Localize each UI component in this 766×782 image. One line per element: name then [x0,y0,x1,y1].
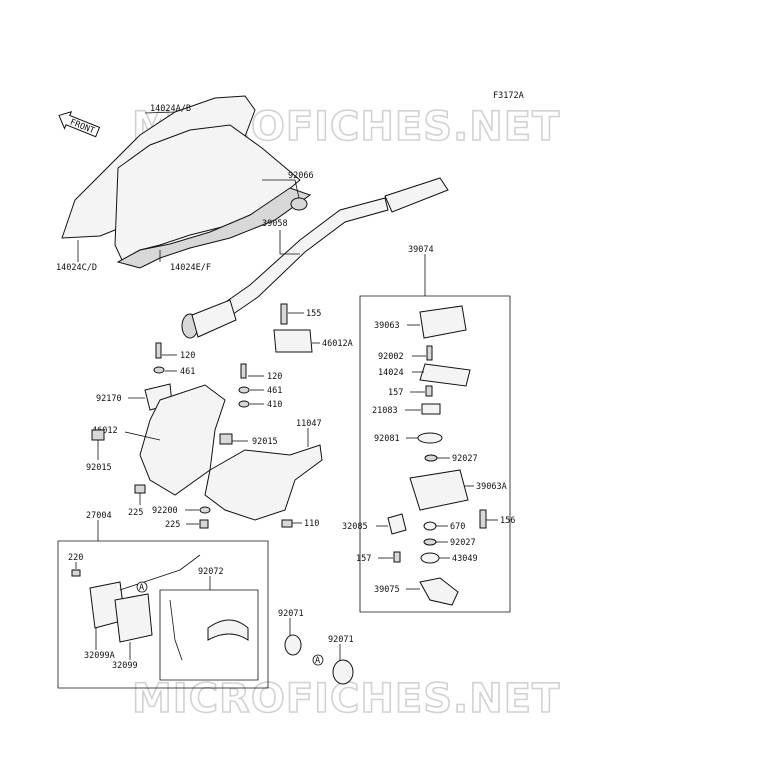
label-220: 220 [68,553,83,563]
label-46012a: 46012A [322,339,353,349]
bolt-155 [280,303,288,325]
wire-harness [119,554,201,591]
label-39063a: 39063A [476,482,507,492]
bracket-11047 [204,444,323,521]
label-14024ef: 14024E/F [170,263,211,273]
washer-410 [238,400,250,408]
label-120-right: 120 [267,372,282,382]
clip-32085 [387,513,407,535]
bolt-110 [281,519,293,528]
label-39075: 39075 [374,585,400,595]
label-225-right: 225 [165,520,180,530]
gasket-14024 [419,363,471,387]
leader-92066 [262,179,300,199]
label-92072: 92072 [198,567,224,577]
callout-a-left [136,581,148,593]
grommet-92071-left [284,634,302,656]
clip-92015-right [219,433,233,445]
screw-157-bottom [393,551,401,563]
case-39063a [409,469,469,511]
label-157-bottom: 157 [356,554,371,564]
label-157-top: 157 [388,388,403,398]
clamp-92072 [207,619,249,641]
box-27004 [57,540,269,689]
washer-92027-bottom [423,538,437,546]
seat-part [61,95,312,269]
callout-a-left-label: A [139,583,144,593]
front-arrow-icon: FRONT [58,110,101,138]
plug-92066 [290,197,308,211]
label-92071-left: 92071 [278,609,304,619]
label-410: 410 [267,400,282,410]
box-92072 [159,589,259,681]
label-461-left: 461 [180,367,195,377]
washer-92027-top [424,454,438,462]
switch-32099 [114,593,153,643]
label-43049: 43049 [452,554,478,564]
washer-461-right [238,386,250,394]
grommet-92071-right [332,659,354,685]
nut-225 [199,519,209,529]
label-39074: 39074 [408,245,434,255]
label-225-left: 225 [128,508,143,518]
screw-92002 [426,345,433,361]
label-14024: 14024 [378,368,404,378]
label-32085: 32085 [342,522,368,532]
label-32099: 32099 [112,661,138,671]
label-156: 156 [500,516,515,526]
label-46012: 46012 [92,426,118,436]
label-92066: 92066 [288,171,314,181]
label-155: 155 [306,309,321,319]
seal-43049 [420,552,440,564]
clamp-46012a [273,329,313,353]
label-92170: 92170 [96,394,122,404]
lever-39075 [419,577,459,606]
box-39074 [359,295,511,613]
spring-92081 [417,432,443,444]
label-39058: 39058 [262,219,288,229]
label-110: 110 [304,519,319,529]
label-92027-top: 92027 [452,454,478,464]
spring-wire [169,599,183,661]
label-92015-left: 92015 [86,463,112,473]
label-92071-right: 92071 [328,635,354,645]
label-32099a: 32099A [84,651,115,661]
clip-92015-left [91,429,105,441]
screw-156 [479,509,487,529]
lever-21083 [421,403,441,415]
bolt-120-left [155,342,162,359]
label-670: 670 [450,522,465,532]
bolt-120-right [240,363,247,379]
screw-220 [71,569,81,577]
oring-670 [423,521,437,531]
label-120-left: 120 [180,351,195,361]
label-92081: 92081 [374,434,400,444]
label-27004: 27004 [86,511,112,521]
callout-a-right [312,654,324,666]
label-92200: 92200 [152,506,178,516]
leader-46012 [124,431,161,441]
cover-39063 [419,305,467,339]
label-14024ab: 14024A/B [150,104,191,114]
bolt-225-left [134,484,146,494]
diagram-code: F3172A [493,91,524,101]
label-92002: 92002 [378,352,404,362]
callout-a-right-label: A [315,656,320,666]
screw-157-top [425,385,433,397]
label-92015-right: 92015 [252,437,278,447]
washer-461-left [153,366,165,374]
bracket-46012 [139,384,226,496]
leader-14024ab [144,111,176,114]
label-11047: 11047 [296,419,322,429]
washer-92200 [199,506,211,514]
leader-39058 [279,230,300,255]
label-39063: 39063 [374,321,400,331]
label-92027-bottom: 92027 [450,538,476,548]
label-21083: 21083 [372,406,398,416]
label-14024cd: 14024C/D [56,263,97,273]
handlebar-part [181,177,449,339]
label-461-right: 461 [267,386,282,396]
